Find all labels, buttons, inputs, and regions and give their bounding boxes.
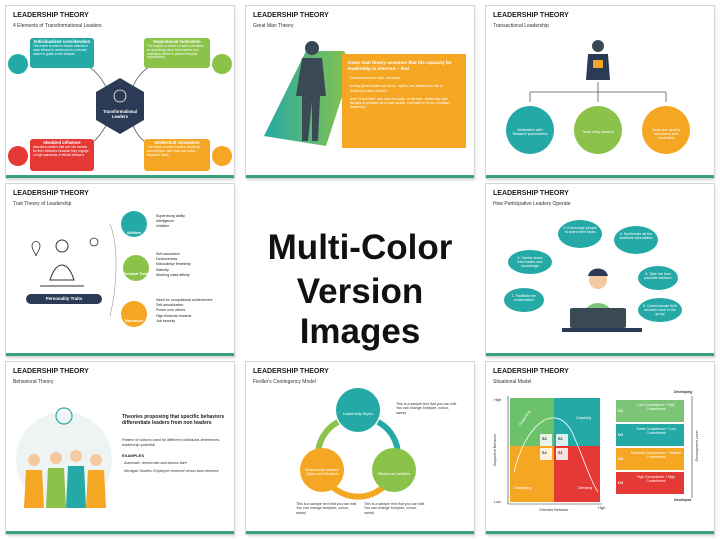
transformational-diagram	[8, 54, 232, 166]
slide-great-man[interactable]: LEADERSHIP THEORY Great Man Theory Great…	[246, 6, 474, 178]
level-d1-text: Low Competence + High Commitment	[637, 403, 675, 412]
slide-behavioral[interactable]: LEADERSHIP THEORY Behavioral Theory Theo…	[6, 362, 234, 534]
low-label: Low	[494, 500, 501, 504]
behavioral-illustration	[16, 407, 112, 508]
high-label-y: High	[494, 398, 502, 402]
cloud-4: 4. Synthesize all the available informat…	[619, 232, 653, 240]
cloud-5: 5. Take the best possible decision	[644, 272, 672, 280]
group-abilities: Abilities	[127, 231, 141, 235]
sample-text-left: This is a sample text that you can edit.…	[296, 502, 358, 515]
cloud-3: 3. Encourage people to share their ideas	[563, 226, 597, 234]
box-idealized: Idealized influence describes leaders th…	[30, 139, 94, 171]
code-s3: S3	[542, 437, 547, 441]
slide-situational[interactable]: LEADERSHIP THEORY Situational Model High…	[486, 362, 714, 534]
slide-transactional[interactable]: LEADERSHIP THEORY Transactional Leadersh…	[486, 6, 714, 178]
slide-title: LEADERSHIP THEORY	[493, 12, 569, 19]
slide-transformational[interactable]: LEADERSHIP THEORY 4 Elements of Transfor…	[6, 6, 234, 178]
slide-fiedler[interactable]: LEADERSHIP THEORY Fiedler's Contingency …	[246, 362, 474, 534]
y-axis-label: Supportive Behavior	[493, 433, 497, 467]
development-level-label: Development Level	[695, 430, 699, 462]
level-d4-code: D4	[618, 480, 624, 485]
quad-directing: Directing	[578, 486, 593, 490]
slide-participative[interactable]: LEADERSHIP THEORY How Participative Lead…	[486, 184, 714, 356]
slide-trait-theory[interactable]: LEADERSHIP THEORY Trait Theory of Leader…	[6, 184, 234, 356]
cloud-2: 2. Openly share information and knowledg…	[517, 256, 543, 268]
level-d4-text: High Competence + High Commitment	[637, 475, 675, 484]
box-inspirational: Inspirational motivation The degree to w…	[144, 38, 210, 68]
trait-diagram	[31, 211, 149, 327]
slide-title: LEADERSHIP THEORY	[13, 190, 89, 197]
fiedler-diagram	[300, 388, 416, 500]
group-personal: Personal Traits	[123, 272, 149, 276]
high-label-x: High	[598, 506, 606, 510]
sample-text-right: This is a sample text that you can edit.…	[396, 402, 458, 415]
circle-motivation: Motivation with Reward/ punishment	[512, 128, 548, 136]
circle-monitored: Team are closely monitored and controlle…	[651, 128, 681, 140]
box-individualized: Individualized consideration The extent …	[30, 38, 94, 68]
example-1: Autocratic, democratic and laissez-faire	[124, 461, 187, 465]
level-d2-code: D2	[618, 432, 624, 437]
personal-traits-list: Self-assurance Decisiveness Masculinity/…	[156, 252, 191, 277]
transactional-diagram	[506, 40, 690, 154]
motivators-list: Need for occupational achievement Self-a…	[156, 298, 213, 323]
slide-subtitle: Situational Model	[493, 379, 532, 385]
x-axis-label: Directive Behavior	[539, 508, 569, 512]
level-d3-text: Moderate Competence + Variable Commitmen…	[630, 451, 682, 460]
cloud-1: 1. Facilitate the conversation	[511, 294, 537, 302]
cloud-6: 6. Communicate their decision back to th…	[642, 304, 678, 316]
hero-figure	[264, 41, 352, 146]
slide-title: LEADERSHIP THEORY	[253, 368, 329, 375]
slide-title: LEADERSHIP THEORY	[493, 368, 569, 375]
examples-label: EXAMPLES	[122, 453, 145, 458]
box-intellectual: Intellectual stimulation The extent to w…	[144, 139, 210, 171]
slide-subtitle: 4 Elements of Transformational Leaders	[13, 23, 102, 29]
circle-obey: Team obey leaders	[581, 130, 615, 134]
developing-label: Developing	[674, 390, 693, 394]
caption-line-2: Version Images	[296, 272, 424, 351]
behavioral-headline: Theories proposing that specific behavio…	[122, 414, 225, 426]
level-d2-text: Some Competence + Low Commitment	[636, 427, 676, 436]
node-situational: Situational Variables	[377, 472, 411, 476]
slide-subtitle: Fiedler's Contingency Model	[253, 379, 316, 385]
code-s1: S1	[558, 451, 563, 455]
node-relationship: Relationship between Styles and Situatio…	[304, 468, 340, 476]
example-2: Michigan Studies: Employee centered vers…	[124, 469, 219, 473]
slide-title: LEADERSHIP THEORY	[13, 368, 89, 375]
slide-subtitle: How Participative Leaders Operate	[493, 201, 571, 207]
behavioral-text: Pattern of actions used by different ind…	[122, 438, 220, 447]
level-d3-code: D3	[618, 456, 624, 461]
node-leadership-styles: Leadership Styles	[342, 412, 374, 416]
personality-traits-pill: Personality Traits	[26, 294, 102, 304]
abilities-list: Supervising ability Intelligence Initiat…	[156, 214, 185, 229]
great-man-panel: Great man theory assumes that the capaci…	[342, 54, 466, 148]
code-s2: S2	[558, 437, 563, 441]
center-caption: Multi-Color Version Images	[240, 170, 480, 370]
quad-delegating: Delegating	[514, 486, 532, 490]
hub-label: Transformational Leaders	[103, 109, 137, 119]
slide-title: LEADERSHIP THEORY	[493, 190, 569, 197]
participative-diagram	[504, 220, 682, 332]
slide-subtitle: Behavioral Theory	[13, 379, 54, 385]
slide-subtitle: Trait Theory of Leadership	[13, 201, 72, 207]
group-motivators: Motivators	[124, 319, 144, 323]
quad-coaching: Coaching	[576, 416, 592, 420]
slide-subtitle: Great Man Theory	[253, 23, 294, 29]
code-s4: S4	[542, 451, 547, 455]
situational-chart	[507, 396, 693, 505]
caption-line-1: Multi-Color	[267, 228, 453, 267]
sample-text-bottom: This is a sample text that you can edit.…	[364, 502, 426, 515]
slide-title: LEADERSHIP THEORY	[253, 12, 329, 19]
slide-subtitle: Transactional Leadership	[493, 23, 549, 29]
slide-title: LEADERSHIP THEORY	[13, 12, 89, 19]
level-d1-code: D1	[618, 408, 624, 413]
developed-label: Developed	[674, 498, 692, 502]
